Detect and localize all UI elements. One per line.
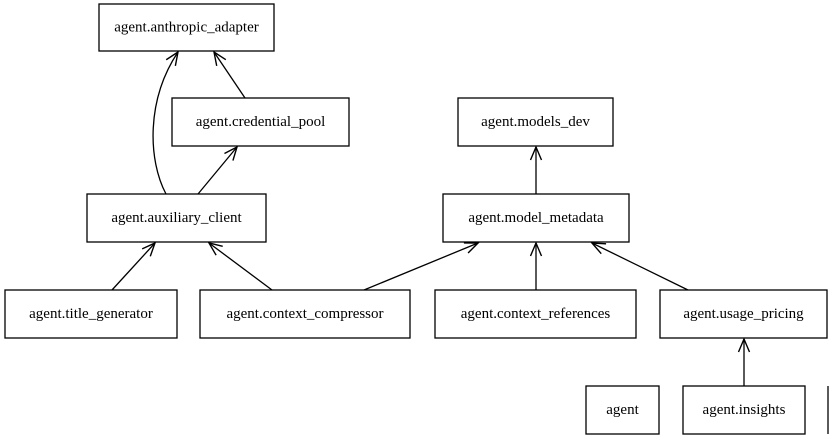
- edge-line: [591, 242, 689, 291]
- node-models-dev: agent.models_dev: [457, 97, 614, 147]
- node-box: [659, 289, 828, 339]
- arrowhead-icon: [207, 241, 223, 256]
- edge-auxiliary-client-to-credential-pool: [197, 145, 239, 195]
- node-box: [199, 289, 411, 339]
- node-box: [442, 193, 630, 243]
- edge-context-compressor-to-auxiliary-client: [207, 241, 273, 291]
- arrowhead-icon: [529, 241, 543, 257]
- node-insights: agent.insights: [682, 385, 806, 435]
- node-box: [171, 97, 350, 147]
- arrowhead-icon: [463, 242, 480, 254]
- arrowhead-icon: [141, 241, 157, 257]
- node-anthropic-adapter: agent.anthropic_adapter: [98, 3, 275, 52]
- edge-line: [152, 51, 179, 195]
- node-box: [98, 3, 275, 52]
- edge-insights-to-usage-pricing: [737, 337, 751, 386]
- edge-line: [208, 242, 273, 291]
- node-label: agent.auxiliary_client: [111, 210, 242, 226]
- node-label: agent.context_references: [461, 306, 611, 322]
- node-label: agent.context_compressor: [226, 306, 383, 322]
- node-box: [585, 385, 660, 435]
- node-context-references: agent.context_references: [434, 289, 637, 339]
- node-box: [4, 289, 178, 339]
- node-box: [682, 385, 806, 435]
- edge-usage-pricing-to-model-metadata: [590, 242, 689, 291]
- arrowhead-icon: [212, 50, 227, 66]
- node-auxiliary-client: agent.auxiliary_client: [86, 193, 267, 243]
- node-label: agent.anthropic_adapter: [114, 20, 259, 36]
- node-credential-pool: agent.credential_pool: [171, 97, 350, 147]
- edge-line: [111, 242, 156, 291]
- node-layer: agent.anthropic_adapter agent.credential_…: [4, 3, 828, 435]
- edge-context-compressor-to-model-metadata: [363, 242, 480, 291]
- arrowhead-icon: [165, 50, 179, 66]
- edge-auxiliary-client-to-anthropic-adapter: [152, 50, 179, 195]
- node-label: agent.models_dev: [481, 114, 590, 130]
- edge-layer: [111, 50, 751, 386]
- node-label: agent.usage_pricing: [683, 306, 804, 322]
- node-context-compressor: agent.context_compressor: [199, 289, 411, 339]
- node-agent: agent: [585, 385, 660, 435]
- node-label: agent.model_metadata: [468, 210, 604, 226]
- node-label: agent.insights: [703, 402, 786, 418]
- node-label: agent.credential_pool: [196, 114, 326, 130]
- edge-line: [363, 242, 479, 291]
- arrowhead-icon: [737, 337, 751, 353]
- edge-model-metadata-to-models-dev: [529, 145, 543, 194]
- edge-line: [213, 51, 246, 99]
- edge-credential-pool-to-anthropic-adapter: [212, 50, 246, 99]
- edge-line: [197, 146, 238, 195]
- arrowhead-icon: [529, 145, 543, 161]
- node-label: agent: [606, 402, 639, 418]
- edge-title-generator-to-auxiliary-client: [111, 241, 157, 291]
- node-model-metadata: agent.model_metadata: [442, 193, 630, 243]
- edge-context-references-to-model-metadata: [529, 241, 543, 290]
- node-title-generator: agent.title_generator: [4, 289, 178, 339]
- node-box: [86, 193, 267, 243]
- arrowhead-icon: [224, 145, 239, 161]
- node-box: [434, 289, 637, 339]
- node-label: agent.title_generator: [29, 306, 153, 322]
- node-box: [457, 97, 614, 147]
- node-usage-pricing: agent.usage_pricing: [659, 289, 828, 339]
- arrowhead-icon: [590, 242, 607, 255]
